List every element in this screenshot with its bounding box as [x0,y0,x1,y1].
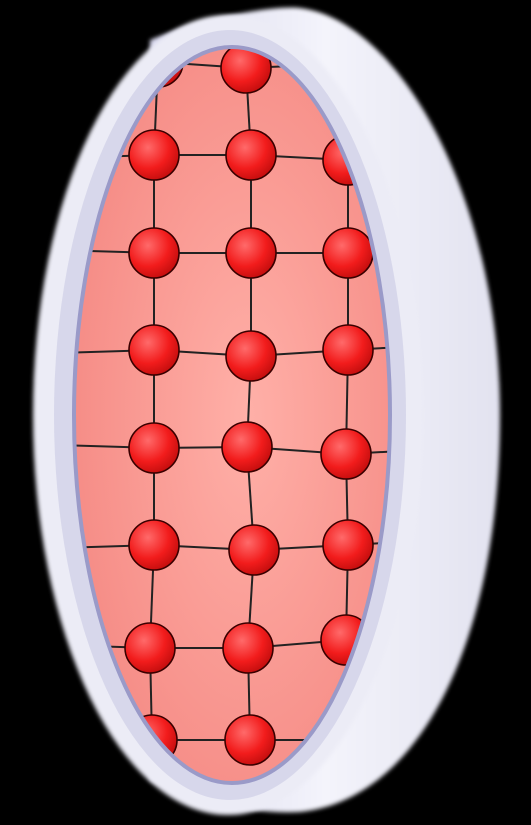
lattice-node [222,422,272,472]
lattice-node [321,429,371,479]
lattice-node [129,520,179,570]
lattice-node [323,228,373,278]
lattice-node [226,228,276,278]
lattice-node [129,228,179,278]
lattice-node [226,130,276,180]
lattice-node [129,130,179,180]
lattice-node [225,715,275,765]
lattice-node [226,331,276,381]
lattice-node [129,423,179,473]
lattice-node [125,623,175,673]
lattice-node [129,325,179,375]
lattice-node [223,623,273,673]
lattice-node [323,325,373,375]
lattice-node [323,520,373,570]
lattice-node [229,525,279,575]
